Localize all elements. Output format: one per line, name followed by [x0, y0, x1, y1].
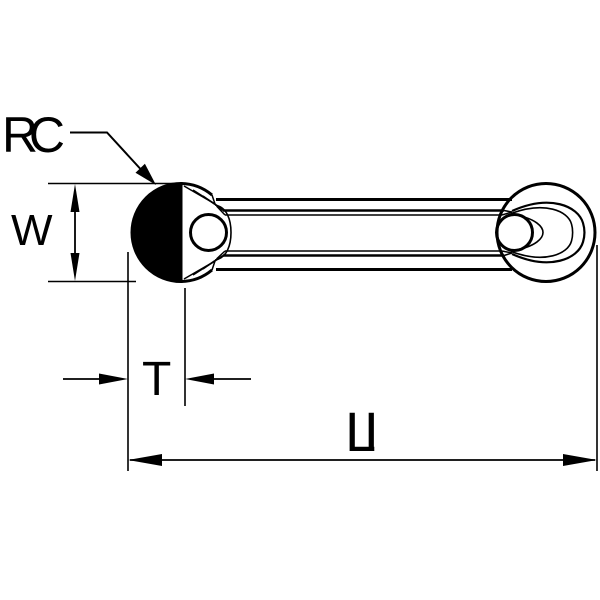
- w-arrow-down: [70, 253, 80, 281]
- cutting-edge-filled-semicircle: [130, 181, 183, 284]
- left-clamp-hole: [189, 213, 228, 252]
- rc-leader-arrowhead: [135, 163, 156, 185]
- li-arrow-left: [128, 454, 162, 466]
- li-arrow-right: [563, 454, 597, 466]
- w-label: W: [11, 206, 53, 255]
- extension-lines: [48, 182, 598, 471]
- left-tip-facet-lines: [183, 185, 216, 280]
- insert-body: [214, 198, 513, 271]
- w-arrow-up: [70, 184, 80, 212]
- right-tip-contour-arc-outer: [511, 201, 586, 264]
- left-tip-top-shoulder-arc: [180, 182, 213, 197]
- t-arrow-right: [99, 373, 128, 385]
- w-dimension: [70, 184, 80, 281]
- right-tip-contour-arc-inner: [510, 206, 574, 259]
- left-tip: [130, 181, 232, 284]
- rc-leader-line: [70, 131, 147, 176]
- right-clamp-hole: [495, 213, 534, 252]
- left-tip-bottom-shoulder-arc: [180, 268, 213, 283]
- li-label: LI: [345, 400, 379, 463]
- right-hole-contour-arc: [509, 213, 544, 252]
- rc-label: RC: [2, 107, 65, 163]
- t-dimension: [63, 373, 251, 385]
- left-hole-contour-arc: [214, 204, 232, 261]
- body-junction-notches: [214, 203, 513, 262]
- rc-leader: [70, 131, 156, 185]
- t-label: T: [142, 353, 171, 406]
- right-tip: [495, 182, 597, 283]
- right-tip-outer-circle: [495, 182, 597, 283]
- li-dimension: [128, 454, 597, 466]
- t-arrow-left: [185, 373, 214, 385]
